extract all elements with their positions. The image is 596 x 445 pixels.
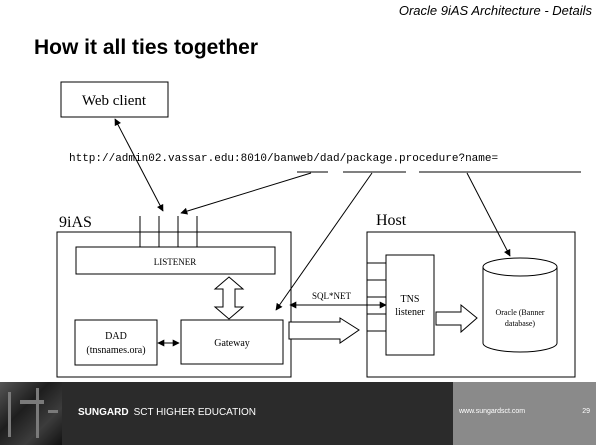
tns-sublabel: listener <box>395 307 425 318</box>
slide-title: How it all ties together <box>34 36 259 59</box>
tns-label: TNS <box>401 294 420 305</box>
request-url: http://admin02.vassar.edu:8010/banweb/da… <box>69 153 498 165</box>
oracle-db-sublabel: database) <box>505 319 536 328</box>
header-title: Oracle 9iAS Architecture - Details <box>398 3 592 18</box>
gateway-host-block-arrow <box>288 317 360 344</box>
procedure-to-db-arrow <box>466 172 511 257</box>
web-client-label: Web client <box>82 93 147 109</box>
sqlnet-label: SQL*NET <box>312 291 351 301</box>
dad-box <box>74 319 158 366</box>
footer-url-panel: www.sungardsct.com 29 <box>453 382 596 445</box>
listener-label: LISTENER <box>154 257 197 267</box>
footer-photo <box>0 382 62 445</box>
page-number: 29 <box>582 408 590 415</box>
footer-url: www.sungardsct.com <box>459 408 526 415</box>
gateway-box <box>180 319 284 365</box>
client-listener-arrow <box>114 118 164 212</box>
gateway-label: Gateway <box>214 338 250 349</box>
host-label: Host <box>376 212 407 229</box>
web-client-box <box>60 81 169 118</box>
dad-label: DAD <box>105 331 127 342</box>
database-cylinder <box>482 257 558 353</box>
listener-box <box>75 246 276 275</box>
dad-sublabel: (tnsnames.ora) <box>86 345 145 356</box>
ias-label: 9iAS <box>59 214 92 231</box>
oracle-db-label: Oracle (Banner <box>495 308 544 317</box>
dad-to-gateway-arrow <box>275 172 373 311</box>
tns-listener-box <box>385 254 435 356</box>
host-box <box>366 231 576 378</box>
tns-db-block-arrow <box>435 303 478 334</box>
banweb-to-listener-arrow <box>180 172 312 215</box>
listener-gateway-block-arrow <box>213 276 245 320</box>
